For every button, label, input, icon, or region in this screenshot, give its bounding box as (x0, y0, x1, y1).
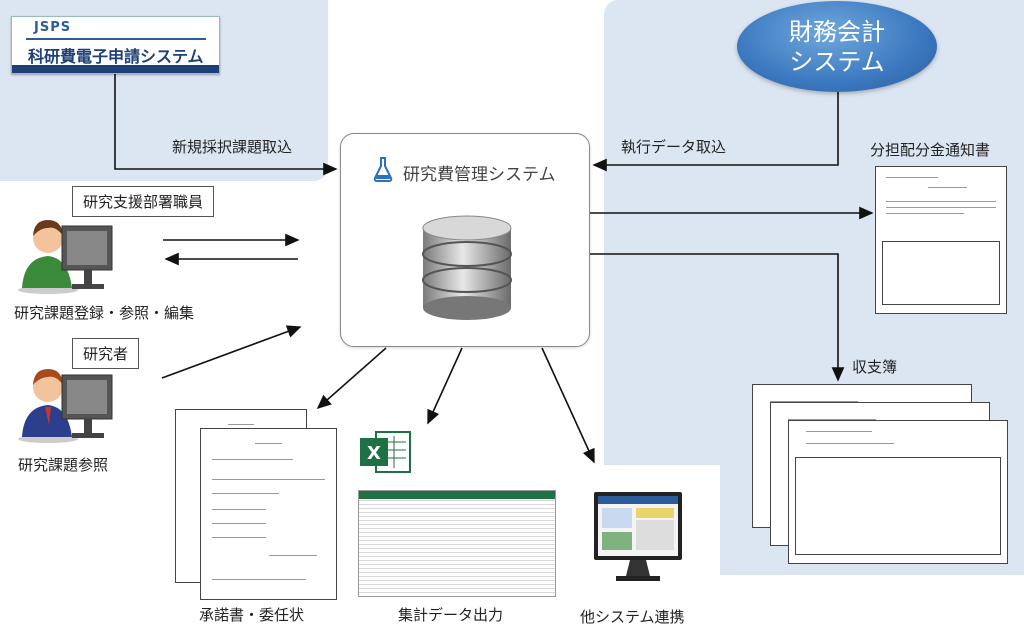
core-system-node: 研究費管理システム (340, 133, 590, 347)
logo-bar (12, 65, 219, 73)
database-icon (419, 214, 515, 326)
arrow-to-other (541, 347, 595, 464)
spreadsheet-preview (358, 490, 556, 597)
core-title: 研究費管理システム (403, 165, 556, 185)
arrow-to-ledger (589, 253, 845, 382)
arrow-execution-data (592, 90, 839, 172)
label-execution-data: 執行データ取込 (621, 138, 727, 156)
ledger-document-front (788, 420, 1008, 564)
researcher-action-label: 研究課題参照 (18, 456, 109, 474)
notice-document (875, 166, 1007, 314)
consent-label: 承諾書・委任状 (199, 606, 305, 624)
svg-text:X: X (367, 443, 381, 464)
monitor-icon (592, 490, 684, 590)
arrow-researcher-to-core (161, 325, 302, 379)
arrow-to-consent (316, 347, 387, 410)
logo-rule (26, 38, 206, 40)
accounting-line2: システム (789, 47, 885, 76)
accounting-line1: 財務会計 (789, 17, 885, 46)
arrow-new-adoption (114, 70, 338, 176)
jsps-logo: JSPS 科研費電子申請システム (11, 16, 220, 74)
accounting-system-node: 財務会計 システム (737, 1, 937, 92)
researcher-role-label: 研究者 (72, 338, 140, 369)
jsps-system-name: 科研費電子申請システム (28, 47, 204, 66)
arrow-to-aggregate (427, 347, 463, 425)
ledger-label: 収支簿 (852, 358, 898, 376)
person-icon (12, 355, 122, 449)
excel-icon: X (360, 428, 412, 480)
staff-role-label: 研究支援部署職員 (72, 186, 215, 217)
staff-action-label: 研究課題登録・参照・編集 (14, 304, 195, 322)
label-new-adoption: 新規採択課題取込 (172, 138, 293, 156)
consent-document-front (200, 428, 337, 600)
other-system-label: 他システム連携 (580, 608, 685, 626)
flask-icon (373, 156, 393, 186)
person-icon (12, 206, 122, 300)
aggregate-label: 集計データ出力 (398, 606, 504, 624)
jsps-org-text: JSPS (34, 20, 72, 35)
notice-label: 分担配分金通知書 (870, 141, 991, 159)
